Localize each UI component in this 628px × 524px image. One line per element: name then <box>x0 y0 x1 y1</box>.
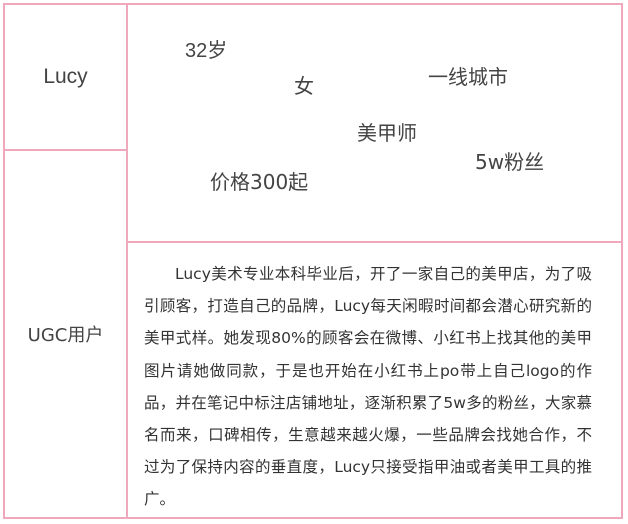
right-row-divider <box>126 241 623 243</box>
price-tag: 价格300起 <box>210 170 309 194</box>
age-tag: 32岁 <box>185 40 228 62</box>
persona-name-cell: Lucy <box>5 5 126 149</box>
persona-description: Lucy美术专业本科毕业后，开了一家自己的美甲店，为了吸引顾客，打造自己的品牌，… <box>144 265 592 509</box>
occupation-tag: 美甲师 <box>357 121 417 145</box>
persona-name: Lucy <box>43 65 88 88</box>
column-divider <box>126 5 128 517</box>
persona-card: Lucy UGC用户 32岁 女 一线城市 美甲师 5w粉丝 价格300起 Lu… <box>3 3 623 519</box>
user-type-label: UGC用户 <box>27 325 104 346</box>
user-type-cell: UGC用户 <box>5 151 126 517</box>
city-tag: 一线城市 <box>428 65 508 89</box>
followers-tag: 5w粉丝 <box>475 150 545 174</box>
left-row-divider <box>5 149 126 151</box>
gender-tag: 女 <box>294 74 314 98</box>
